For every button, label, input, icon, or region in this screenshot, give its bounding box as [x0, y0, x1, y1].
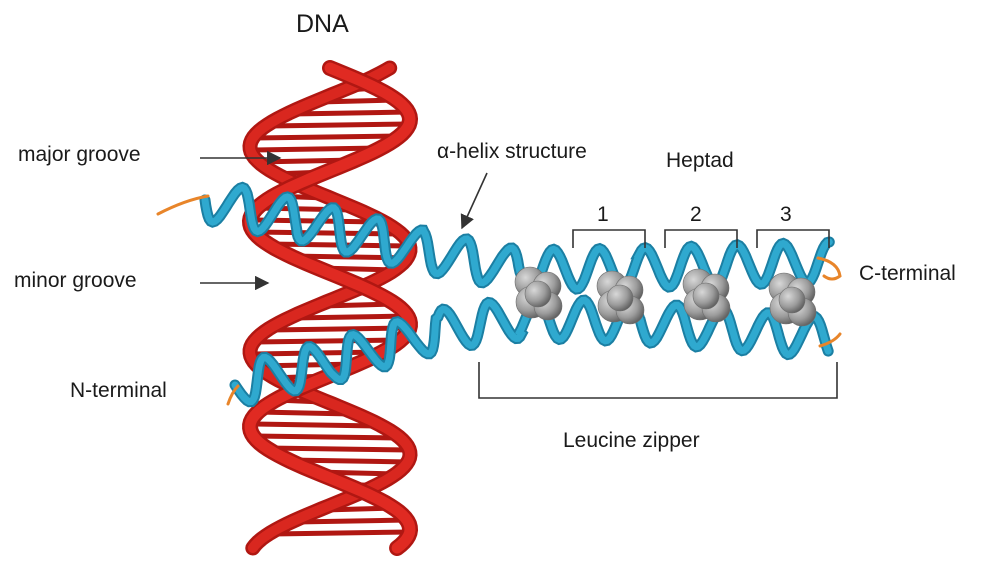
dna-double-helix: [250, 68, 410, 548]
base-pair: [254, 232, 399, 234]
leucine-cluster: [597, 271, 644, 324]
base-pair: [250, 424, 378, 426]
base-pair: [266, 448, 408, 450]
leucine-zipper-bracket: [479, 362, 837, 398]
leucine-sphere: [779, 287, 805, 313]
alpha-helix-label: α-helix structure: [437, 141, 587, 162]
heptad-2-bracket: [665, 230, 737, 248]
base-pair: [254, 136, 399, 138]
major-groove-label: major groove: [18, 144, 141, 165]
heptad-number-1: 1: [597, 204, 609, 225]
heptad-label: Heptad: [666, 150, 734, 171]
n-terminal-label: N-terminal: [70, 380, 167, 401]
leucine-cluster: [515, 267, 562, 320]
heptad-number-3: 3: [780, 204, 792, 225]
leucine-cluster: [769, 273, 816, 326]
heptad-1-bracket: [573, 230, 645, 248]
leucine-cluster: [683, 269, 730, 322]
leucine-sphere: [693, 283, 719, 309]
base-pair: [253, 436, 398, 438]
base-pair: [255, 340, 401, 342]
leucine-sphere: [607, 285, 633, 311]
base-pair: [269, 124, 410, 126]
base-pair: [272, 532, 410, 534]
leucine-sphere: [525, 281, 551, 307]
dna-label: DNA: [296, 12, 349, 37]
minor-groove-label: minor groove: [14, 270, 137, 291]
leucine-zipper-label: Leucine zipper: [563, 430, 700, 451]
heptad-number-2: 2: [690, 204, 702, 225]
c-terminal-label: C-terminal: [859, 263, 956, 284]
alpha-helix-arrow: [462, 173, 487, 228]
